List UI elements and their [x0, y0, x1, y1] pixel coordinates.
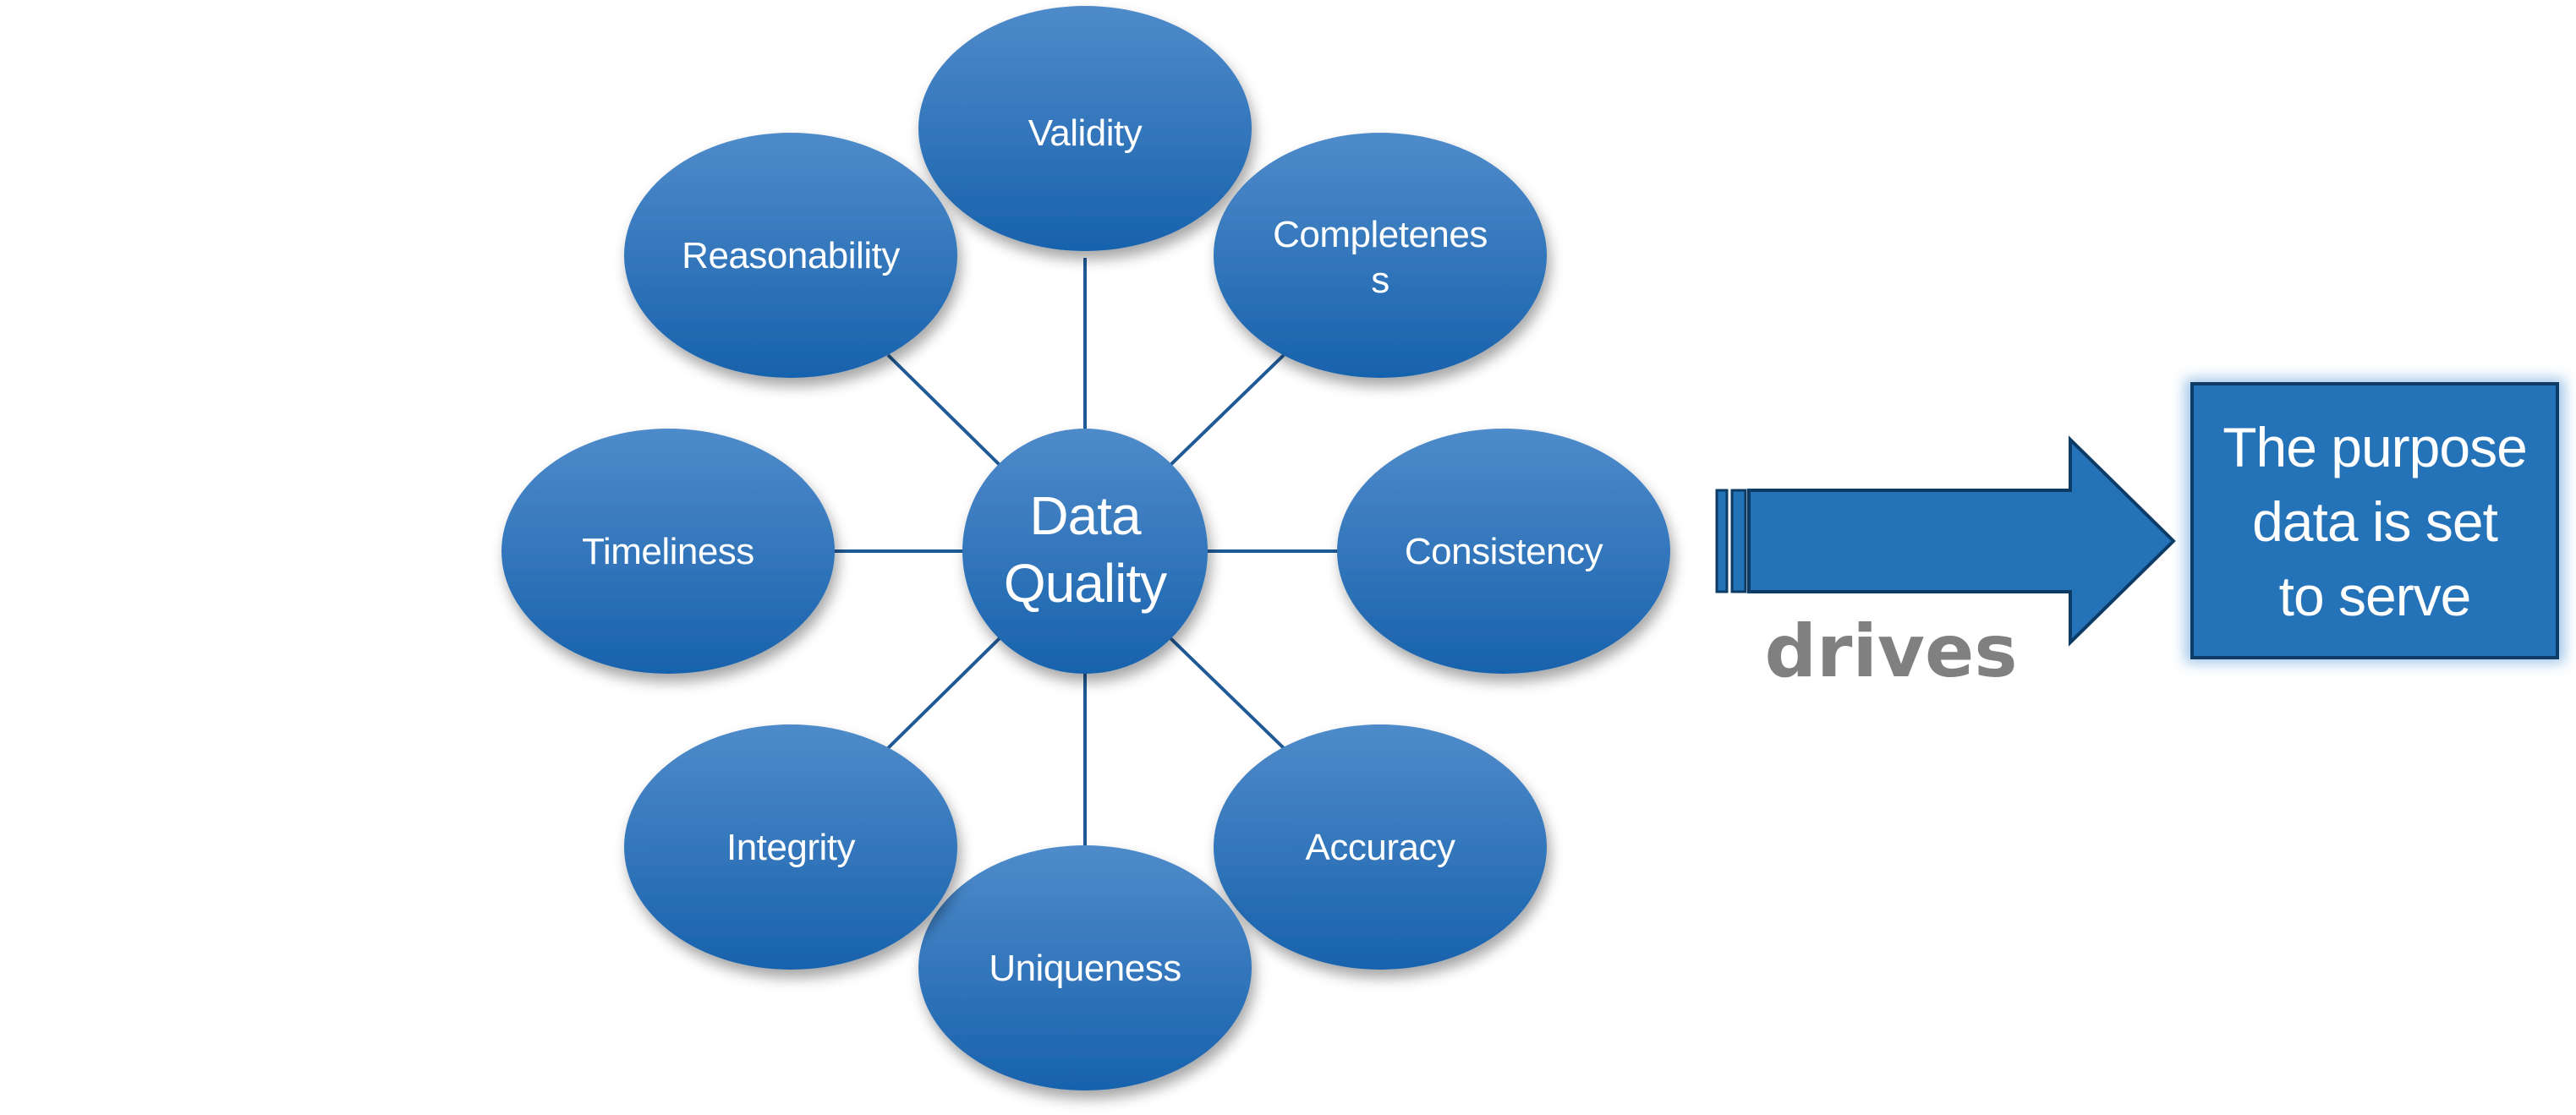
arrow-label-drives: drives: [1764, 609, 2017, 694]
node-accuracy: [1214, 724, 1547, 970]
target-text-line3: to serve: [2279, 565, 2471, 627]
target-text-line1: The purpose: [2222, 416, 2527, 478]
node-completeness: [1214, 133, 1547, 378]
center-label-line2: Quality: [1004, 553, 1167, 614]
connector-lines: [834, 258, 1338, 847]
drives-arrow: [1715, 435, 2176, 647]
connector-reasonability: [886, 353, 1001, 467]
node-uniqueness: [918, 845, 1252, 1090]
node-reasonability: [624, 133, 957, 378]
node-timeliness: [501, 429, 835, 674]
center-label-line1: Data: [1029, 485, 1142, 546]
target-text-line2: data is set: [2252, 490, 2497, 553]
center-node: [962, 429, 1208, 674]
node-label-consistency: Consistency: [1405, 531, 1603, 572]
node-label-uniqueness: Uniqueness: [989, 948, 1181, 989]
connector-completeness: [1169, 353, 1285, 467]
connector-accuracy: [1169, 637, 1285, 750]
target-box: [2190, 382, 2559, 659]
node-integrity: [624, 724, 957, 970]
node-label-accuracy: Accuracy: [1306, 827, 1455, 868]
node-label-reasonability: Reasonability: [682, 235, 900, 276]
node-validity: [918, 6, 1252, 251]
node-label-timeliness: Timeliness: [582, 531, 754, 572]
node-label-integrity: Integrity: [726, 827, 856, 868]
node-label-completeness-line1: Completenes: [1273, 214, 1488, 255]
node-label-validity: Validity: [1028, 112, 1143, 154]
connector-integrity: [886, 637, 1001, 750]
node-label-completeness-line2: s: [1371, 260, 1389, 301]
node-consistency: [1337, 429, 1670, 674]
